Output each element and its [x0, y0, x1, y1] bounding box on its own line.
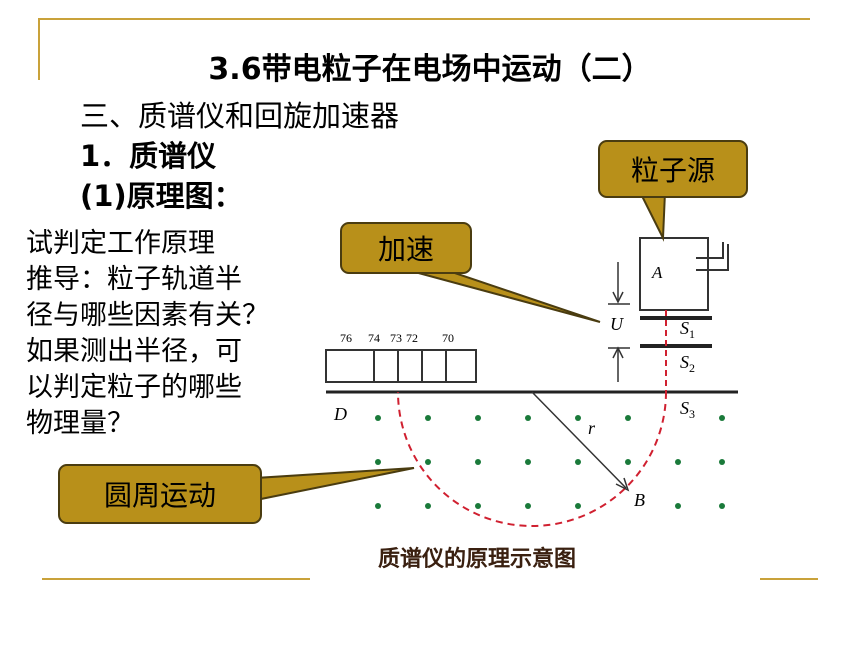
- scale-label-74: 74: [368, 331, 380, 345]
- s2-letter: S: [680, 352, 689, 372]
- callout-circular-motion: 圆周运动: [58, 464, 262, 524]
- label-u: U: [610, 314, 624, 334]
- field-dot: [625, 415, 631, 421]
- field-dot: [475, 503, 481, 509]
- field-dot: [719, 415, 725, 421]
- field-dot: [375, 459, 381, 465]
- field-dot: [375, 503, 381, 509]
- field-dot: [475, 415, 481, 421]
- s1-sub: 1: [689, 327, 695, 341]
- question-line: 推导：粒子轨道半: [26, 264, 242, 295]
- label-s2: S2: [680, 352, 695, 375]
- field-dot: [525, 503, 531, 509]
- radius-arrowhead: [615, 477, 630, 492]
- field-dot: [675, 503, 681, 509]
- field-dot: [375, 415, 381, 421]
- field-dot: [675, 459, 681, 465]
- scale-box: [445, 349, 477, 383]
- field-dot: [719, 459, 725, 465]
- u-arrowhead-top: [612, 291, 624, 304]
- subheading-mass-spectrometer: 1．质谱仪: [80, 139, 217, 173]
- source-tube: [696, 242, 729, 271]
- question-text: 试判定工作原理 推导：粒子轨道半 径与哪些因素有关？ 如果测出半径，可 以判定粒…: [26, 226, 269, 442]
- question-line: 试判定工作原理: [26, 228, 215, 259]
- slide-title: 3.6带电粒子在电场中运动（二）: [208, 52, 652, 87]
- label-s3: S3: [680, 398, 695, 421]
- left-rule: [38, 18, 40, 80]
- s3-letter: S: [680, 398, 689, 418]
- scale-label-72: 72: [406, 331, 418, 345]
- callout-particle-source: 粒子源: [598, 140, 748, 198]
- question-line: 如果测出半径，可: [26, 336, 242, 367]
- circular-path: [397, 391, 667, 527]
- bottom-rule-left: [42, 578, 310, 580]
- s3-sub: 3: [689, 407, 695, 421]
- question-line: 以判定粒子的哪些: [26, 372, 242, 403]
- scale-label-76: 76: [340, 331, 352, 345]
- label-b: B: [634, 490, 645, 510]
- diagram-caption: 质谱仪的原理示意图: [378, 546, 576, 572]
- question-line: 物理量？: [26, 408, 134, 439]
- source-callout-pointer: [638, 191, 667, 242]
- field-dot: [575, 459, 581, 465]
- label-s1: S1: [680, 318, 695, 341]
- s2-sub: 2: [689, 361, 695, 375]
- scale-label-73: 73: [390, 331, 402, 345]
- field-dot: [475, 459, 481, 465]
- field-dot: [525, 415, 531, 421]
- u-arrowhead-bottom: [612, 346, 624, 359]
- subheading-principle-diagram: (1)原理图：: [80, 179, 243, 213]
- scale-boxes: [325, 349, 477, 383]
- circular-callout-pointer: [255, 467, 415, 502]
- field-dot: [575, 503, 581, 509]
- source-box: [639, 237, 709, 311]
- field-dot: [719, 503, 725, 509]
- section-heading: 三、质谱仪和回旋加速器: [80, 99, 400, 133]
- magnetic-field-dots: [375, 415, 725, 509]
- label-a: A: [651, 263, 663, 282]
- bottom-rule-right: [760, 578, 818, 580]
- field-dot: [525, 459, 531, 465]
- label-d: D: [333, 404, 347, 424]
- radius-line: [531, 391, 627, 489]
- field-dot: [625, 459, 631, 465]
- field-dot: [575, 415, 581, 421]
- s1-letter: S: [680, 318, 689, 338]
- field-dot: [425, 415, 431, 421]
- question-line: 径与哪些因素有关？: [26, 300, 269, 331]
- field-dot: [425, 503, 431, 509]
- mass-spectrometer-diagram: A U S1 S2 S3 D 76 74 73 72 70 r B 质谱仪的原理…: [325, 237, 738, 572]
- accelerate-callout-pointer: [399, 267, 601, 323]
- field-dot: [425, 459, 431, 465]
- top-rule: [38, 18, 810, 20]
- callout-accelerate: 加速: [340, 222, 472, 274]
- scale-label-70: 70: [442, 331, 454, 345]
- label-r: r: [588, 418, 596, 438]
